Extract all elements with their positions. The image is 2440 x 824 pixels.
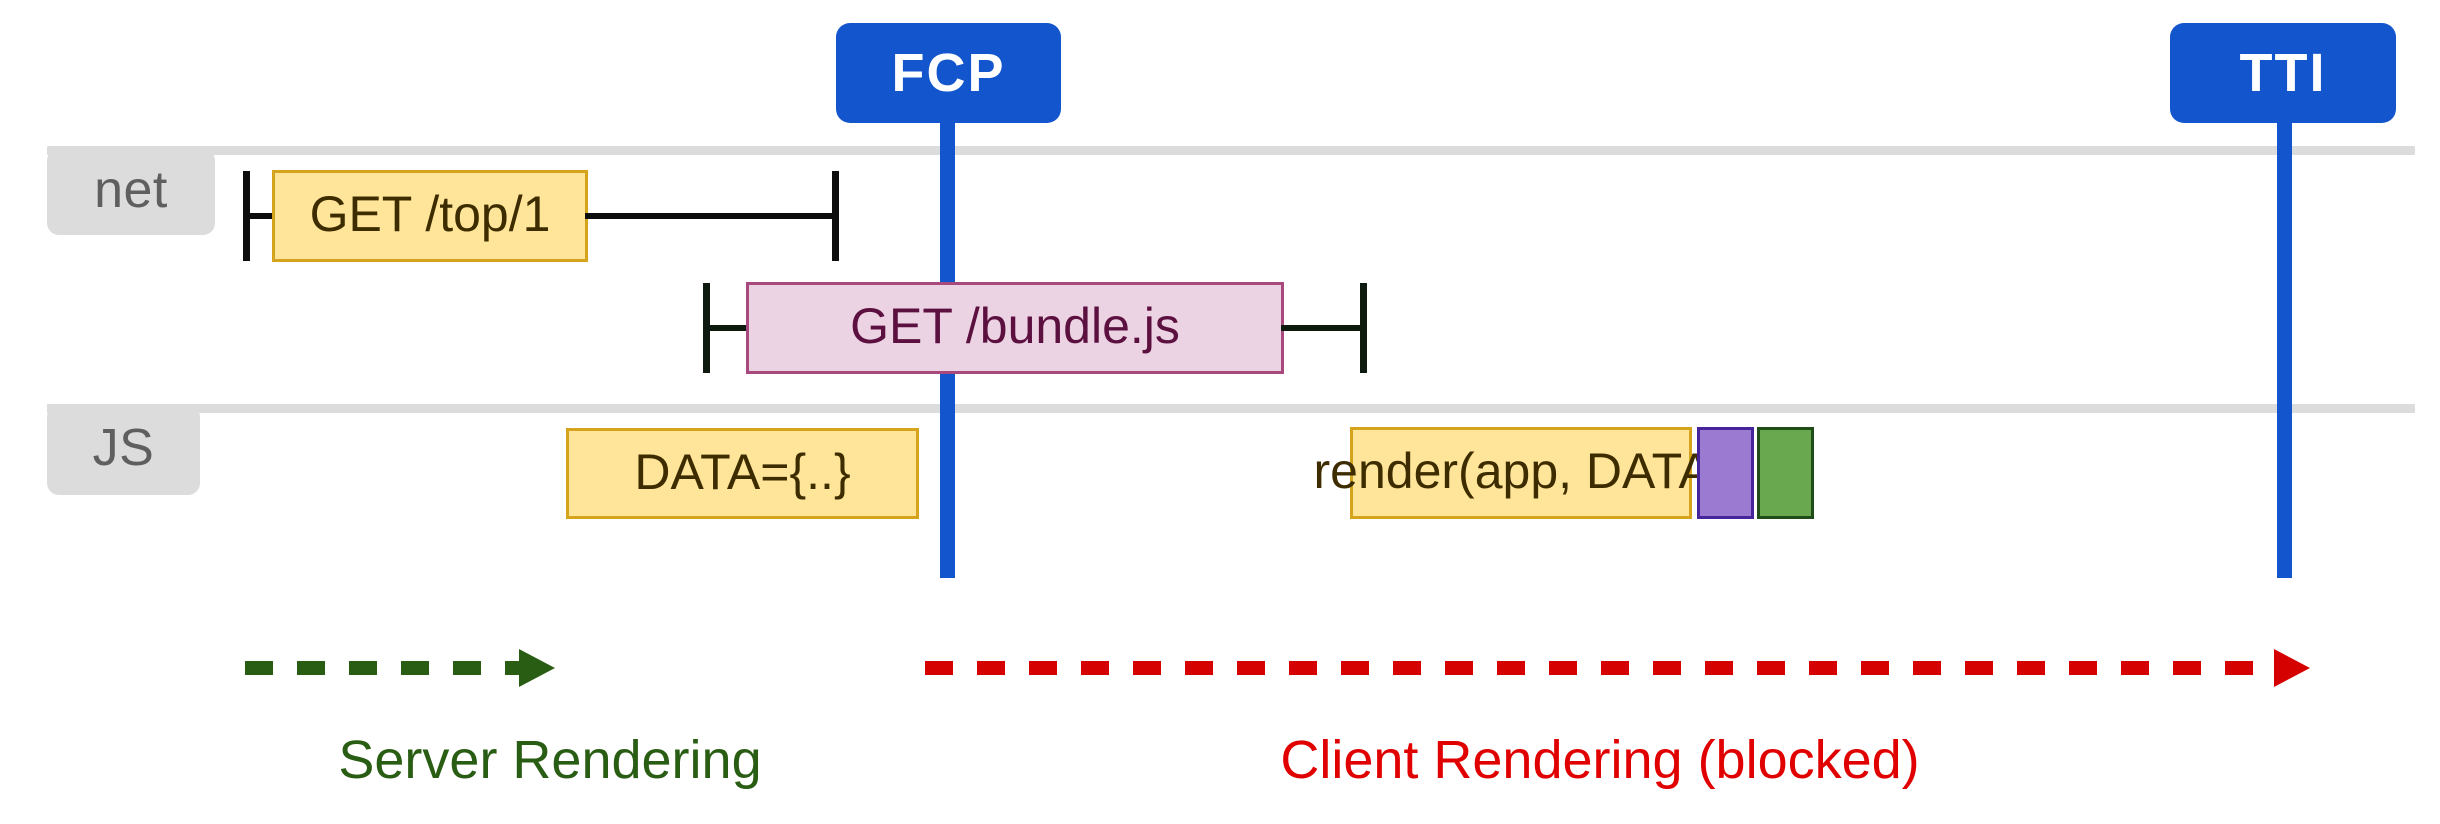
request-bundle-whisker-end-cap [1360, 283, 1367, 373]
server-rendering-arrow-head [519, 649, 555, 687]
task-bar-render-app: render(app, DATA) [1314, 427, 1728, 519]
server-rendering-arrow-shaft [245, 661, 521, 675]
task-bar-green [1757, 427, 1814, 519]
request-top1-whisker-start-arm [243, 213, 279, 219]
fcp-badge: FCP [836, 23, 1061, 123]
client-rendering-arrow-shaft [925, 661, 2276, 675]
lane-divider-js [47, 404, 2415, 413]
tti-badge: TTI [2170, 23, 2396, 123]
request-top1-whisker-end-cap [832, 171, 839, 261]
request-bar-bundle: GET /bundle.js [746, 282, 1284, 374]
client-rendering-arrow [925, 649, 2310, 687]
request-top1-whisker-end-arm [585, 213, 835, 219]
server-rendering-label: Server Rendering [338, 730, 762, 790]
tti-marker-line [2277, 110, 2292, 578]
lane-label-js: JS [47, 405, 200, 495]
client-rendering-arrow-head [2274, 649, 2310, 687]
task-bar-data-assignment: DATA={..} [566, 428, 919, 519]
lane-divider-net [47, 146, 2415, 155]
request-bundle-whisker-end-arm [1281, 325, 1366, 331]
task-bar-purple [1697, 427, 1754, 519]
lane-label-net: net [47, 149, 215, 235]
server-rendering-arrow [245, 649, 555, 687]
request-bar-top1: GET /top/1 [272, 170, 588, 262]
request-bundle-whisker-start-arm [703, 325, 751, 331]
client-rendering-label: Client Rendering (blocked) [1280, 730, 1920, 790]
